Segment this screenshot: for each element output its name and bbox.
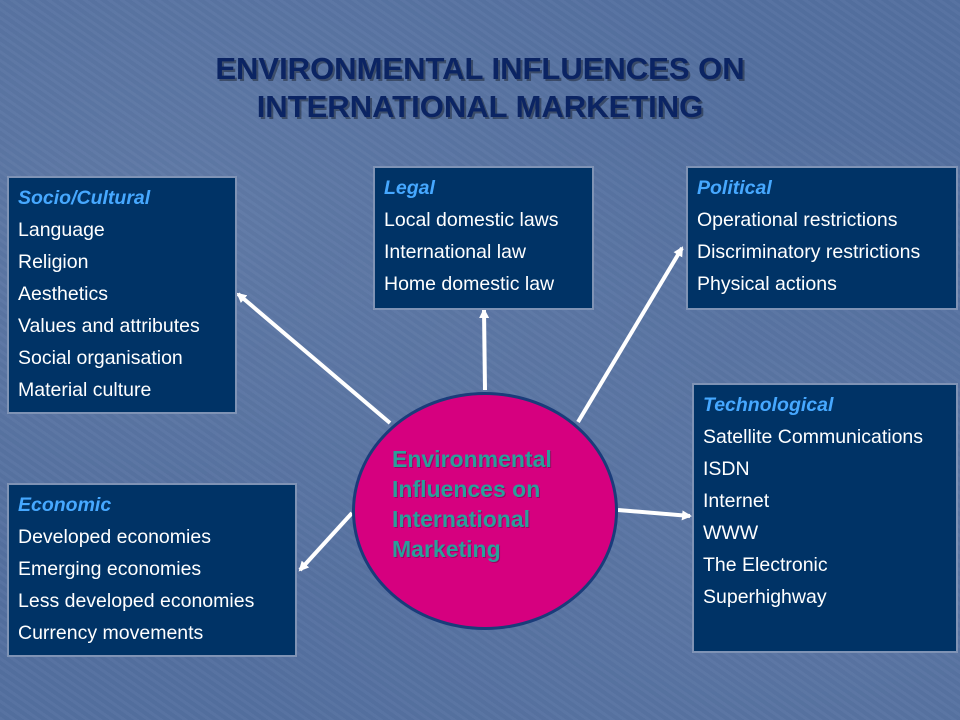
list-item: Social organisation	[18, 347, 183, 369]
economic-box: Economic Developed economies Emerging ec…	[7, 483, 297, 657]
list-item: ISDN	[703, 458, 750, 480]
hub-line-1: Environmental	[392, 446, 552, 472]
list-item: Superhighway	[703, 586, 827, 608]
list-item: Less developed economies	[18, 590, 255, 612]
hub-line-3: International	[392, 506, 531, 532]
arrow-to-socio-cultural	[236, 292, 392, 425]
list-item: Satellite Communications	[703, 426, 924, 448]
arrow-to-political	[576, 246, 684, 424]
list-item: International law	[384, 241, 527, 263]
page-title: ENVIRONMENTAL INFLUENCES ON INTERNATIONA…	[0, 50, 960, 126]
legal-box: Legal Local domestic laws International …	[373, 166, 594, 310]
political-heading: Political	[697, 177, 772, 199]
socio-cultural-heading: Socio/Cultural	[18, 187, 151, 209]
central-hub-circle	[352, 392, 618, 630]
hub-line-2: Influences on	[392, 476, 541, 502]
central-hub-label: Environmental Influences on Internationa…	[392, 444, 592, 564]
list-item: Material culture	[18, 379, 152, 401]
list-item: Operational restrictions	[697, 209, 898, 231]
economic-heading: Economic	[18, 494, 112, 516]
list-item: Aesthetics	[18, 283, 108, 305]
list-item: Physical actions	[697, 273, 837, 295]
list-item: Religion	[18, 251, 89, 273]
socio-cultural-box: Socio/Cultural Language Religion Aesthet…	[7, 176, 237, 414]
arrow-to-legal	[479, 308, 490, 391]
list-item: Internet	[703, 490, 770, 512]
list-item: WWW	[703, 522, 759, 544]
political-box: Political Operational restrictions Discr…	[686, 166, 958, 310]
list-item: Discriminatory restrictions	[697, 241, 921, 263]
list-item: Developed economies	[18, 526, 211, 548]
list-item: Language	[18, 219, 105, 241]
technological-box: Technological Satellite Communications I…	[692, 383, 958, 653]
list-item: Local domestic laws	[384, 209, 559, 231]
arrow-to-economic	[298, 511, 354, 572]
title-line-2: INTERNATIONAL MARKETING	[256, 89, 704, 124]
list-item: The Electronic	[703, 554, 828, 576]
title-line-1: ENVIRONMENTAL INFLUENCES ON	[215, 51, 745, 86]
technological-heading: Technological	[703, 394, 834, 416]
legal-heading: Legal	[384, 177, 435, 199]
list-item: Emerging economies	[18, 558, 202, 580]
arrow-to-technological	[617, 508, 692, 521]
list-item: Values and attributes	[18, 315, 200, 337]
hub-line-4: Marketing	[392, 536, 501, 562]
list-item: Currency movements	[18, 622, 204, 644]
list-item: Home domestic law	[384, 273, 555, 295]
